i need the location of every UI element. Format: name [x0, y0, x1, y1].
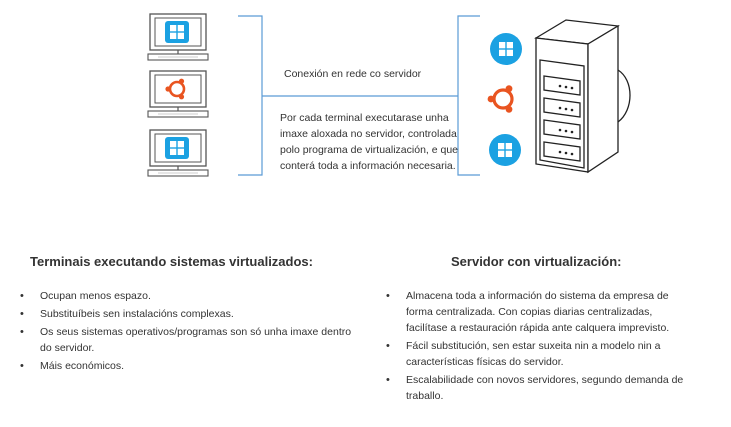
server-rack: [534, 19, 631, 174]
terminal-2: [147, 70, 209, 118]
list-item: Fácil substitución, sen estar suxeita ni…: [386, 338, 696, 370]
server-heading: Servidor con virtualización:: [451, 254, 622, 269]
windows-icon: [165, 137, 189, 159]
list-item: Ocupan menos espazo.: [20, 288, 360, 304]
list-item: Os seus sistemas operativos/programas so…: [20, 324, 360, 356]
server-bullet-list: Almacena toda a información do sistema d…: [386, 288, 696, 406]
terminal-3: [147, 129, 209, 177]
windows-icon: [165, 21, 189, 43]
description-text: Por cada terminal executarase unha imaxe…: [280, 112, 459, 172]
network-diagram: [147, 13, 631, 177]
list-item: Máis económicos.: [20, 358, 360, 374]
windows-icon: [489, 134, 521, 166]
ubuntu-icon: [487, 85, 514, 113]
list-item: Escalabilidade con novos servidores, seg…: [386, 372, 696, 404]
terminal-1: [147, 13, 209, 61]
terminals-bullet-list: Ocupan menos espazo. Substituíbeis sen i…: [20, 288, 360, 376]
list-item: Almacena toda a información do sistema d…: [386, 288, 696, 336]
list-item: Substituíbeis sen instalacións complexas…: [20, 306, 360, 322]
network-connector: [238, 15, 480, 176]
terminals-heading: Terminais executando sistemas virtualiza…: [30, 254, 313, 269]
connection-label: Conexión en rede co servidor: [284, 68, 422, 80]
windows-icon: [490, 33, 522, 65]
